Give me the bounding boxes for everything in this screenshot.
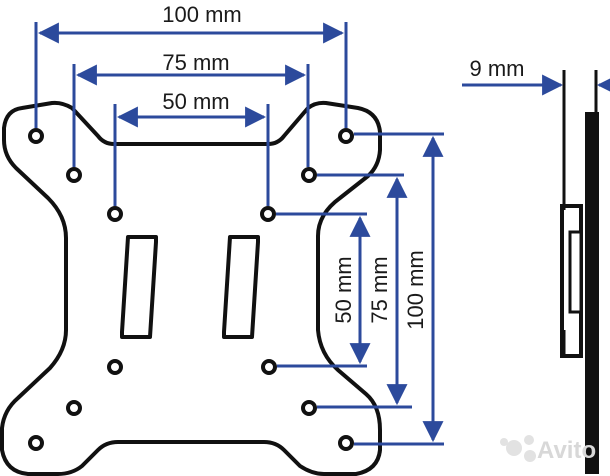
side-view bbox=[560, 70, 599, 474]
hole-100-top-right bbox=[338, 128, 354, 144]
mounting-plate-outline bbox=[0, 100, 382, 476]
dim-9-label: 9 mm bbox=[470, 56, 525, 81]
dim-75-horizontal-label: 75 mm bbox=[162, 50, 229, 75]
side-profile-bar bbox=[585, 112, 599, 474]
hole-75-top-right bbox=[301, 167, 317, 183]
hole-50-bottom-left bbox=[107, 359, 123, 375]
dim-100-vertical-label: 100 mm bbox=[403, 250, 428, 329]
horizontal-extension-lines bbox=[34, 22, 348, 206]
avito-watermark: Avito bbox=[500, 435, 596, 464]
mount-holes bbox=[28, 128, 354, 451]
vertical-extension-lines bbox=[276, 132, 444, 446]
hole-100-bottom-left bbox=[28, 435, 44, 451]
hole-50-top-right bbox=[260, 206, 276, 222]
dim-75-vertical-label: 75 mm bbox=[367, 256, 392, 323]
hole-100-top-left bbox=[28, 128, 44, 144]
svg-text:Avito: Avito bbox=[537, 437, 596, 464]
hole-50-bottom-right bbox=[261, 359, 277, 375]
hole-75-bottom-left bbox=[66, 400, 82, 416]
hole-100-bottom-right bbox=[338, 435, 354, 451]
left-slot bbox=[120, 235, 158, 339]
hole-50-top-left bbox=[107, 206, 123, 222]
hole-75-top-left bbox=[66, 167, 82, 183]
dim-50-horizontal-label: 50 mm bbox=[162, 89, 229, 114]
dim-50-vertical-label: 50 mm bbox=[331, 256, 356, 323]
hole-75-bottom-right bbox=[301, 400, 317, 416]
dim-100-horizontal-label: 100 mm bbox=[162, 2, 241, 27]
right-slot bbox=[222, 235, 260, 339]
